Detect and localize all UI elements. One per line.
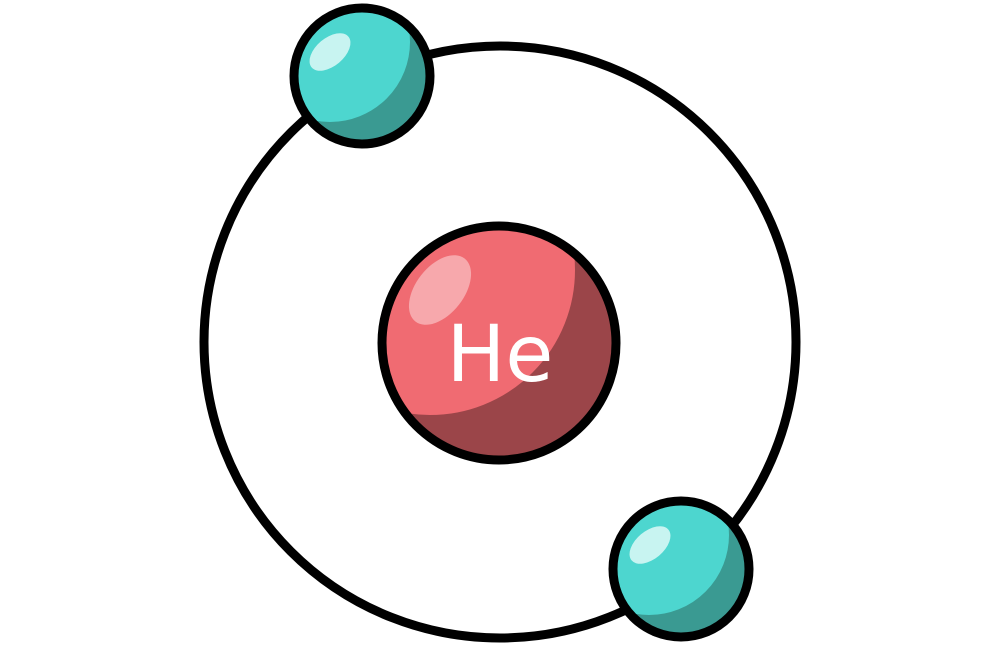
electron (608, 496, 754, 642)
nucleus-symbol: He (447, 310, 554, 400)
electron-outline (289, 3, 435, 149)
electron-outline (608, 496, 754, 642)
electron-orbit (199, 41, 801, 643)
electron-highlight (309, 33, 351, 71)
electron-highlight (629, 526, 671, 564)
electron (289, 3, 435, 149)
nucleus-outline (377, 221, 621, 465)
nucleus-highlight (408, 255, 472, 325)
nucleus: He (377, 221, 621, 465)
